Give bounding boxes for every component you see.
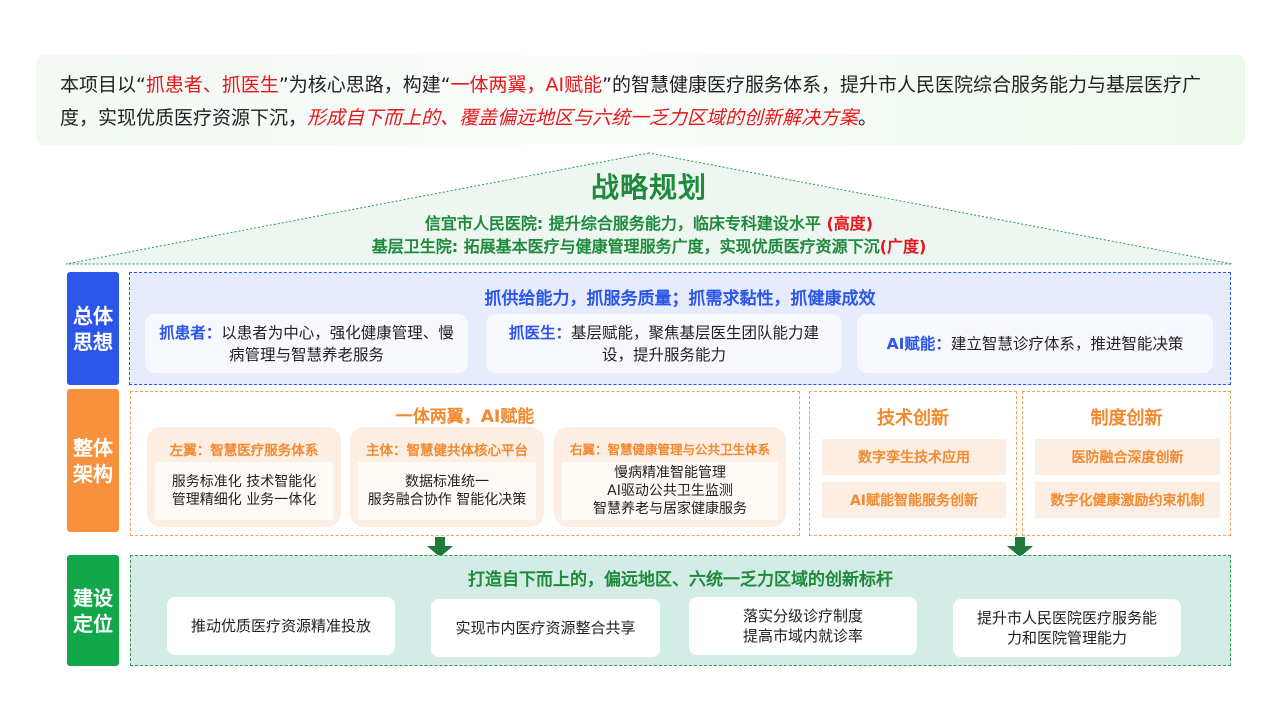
strategy-title: 战略规划 xyxy=(590,171,707,204)
label-overall-thinking: 总体思想 xyxy=(67,272,119,385)
intro-text: 本项目以“抓患者、抓医生”为核心思路，构建“一体两翼，AI赋能”的智慧健康医疗服… xyxy=(60,74,1202,129)
tech-innovation-title: 技术创新 xyxy=(877,408,949,429)
positioning-card-tiered-care: 落实分级诊疗制度 提高市域内就诊率 xyxy=(689,597,917,655)
arrow-down-icon xyxy=(1007,537,1033,557)
label-architecture: 整体架构 xyxy=(67,389,119,532)
system-item-incentive: 数字化健康激励约束机制 xyxy=(1035,482,1220,518)
arrow-down-icon xyxy=(427,537,453,557)
positioning-card-hospital-capacity: 提升市人民医院医疗服务能 力和医院管理能力 xyxy=(953,599,1181,657)
wing-left-body: 服务标准化 技术智能化 管理精细化 业务一体化 xyxy=(155,462,333,520)
strategy-line-grassroots: 基层卫生院: 拓展基本医疗与健康管理服务广度，实现优质医疗资源下沉(广度) xyxy=(371,237,927,256)
system-innovation-panel: 制度创新 医防融合深度创新 数字化健康激励约束机制 xyxy=(1022,391,1231,536)
tech-item-ai-service: AI赋能智能服务创新 xyxy=(822,482,1006,518)
strategy-roof: 战略规划 信宜市人民医院: 提升综合服务能力，临床专科建设水平 (高度) 基层卫… xyxy=(64,152,1234,267)
overall-thinking-title: 抓供给能力，抓服务质量；抓需求黏性，抓健康成效 xyxy=(484,289,876,309)
wing-right-body: 慢病精准智能管理 AI驱动公共卫生监测 智慧养老与居家健康服务 xyxy=(562,462,778,520)
positioning-card-resource-sharing: 实现市内医疗资源整合共享 xyxy=(431,599,660,657)
label-positioning: 建设定位 xyxy=(67,555,119,666)
card-doctors: 抓医生：基层赋能，聚焦基层医生团队能力建设，提升服务能力 xyxy=(486,314,842,373)
positioning-title: 打造自下而上的，偏远地区、六统一乏力区域的创新标杆 xyxy=(468,570,893,590)
system-item-medical-prevention: 医防融合深度创新 xyxy=(1035,439,1220,475)
intro-banner: 本项目以“抓患者、抓医生”为核心思路，构建“一体两翼，AI赋能”的智慧健康医疗服… xyxy=(36,55,1245,145)
system-innovation-title: 制度创新 xyxy=(1090,408,1163,429)
tech-innovation-panel: 技术创新 数字孪生技术应用 AI赋能智能服务创新 xyxy=(809,391,1017,536)
wing-main: 主体：智慧健共体核心平台 数据标准统一 服务融合协作 智能化决策 xyxy=(350,427,544,527)
wing-left: 左翼：智慧医疗服务体系 服务标准化 技术智能化 管理精细化 业务一体化 xyxy=(147,427,341,527)
wing-right-title: 右翼：智慧健康管理与公共卫生体系 xyxy=(569,442,770,457)
tech-item-digital-twin: 数字孪生技术应用 xyxy=(822,439,1006,475)
architecture-panel: 一体两翼，AI赋能 左翼：智慧医疗服务体系 服务标准化 技术智能化 管理精细化 … xyxy=(130,391,800,536)
wing-main-title: 主体：智慧健共体核心平台 xyxy=(366,443,528,459)
card-ai-empower: AI赋能：建立智慧诊疗体系，推进智能决策 xyxy=(857,314,1213,373)
wing-right: 右翼：智慧健康管理与公共卫生体系 慢病精准智能管理 AI驱动公共卫生监测 智慧养… xyxy=(554,427,786,527)
roof-triangle-shape xyxy=(65,152,1233,265)
wing-left-title: 左翼：智慧医疗服务体系 xyxy=(169,443,319,459)
strategy-line-hospital: 信宜市人民医院: 提升综合服务能力，临床专科建设水平 (高度) xyxy=(424,214,874,233)
card-patients: 抓患者：以患者为中心，强化健康管理、慢病管理与智慧养老服务 xyxy=(145,314,468,373)
overall-thinking-panel: 抓供给能力，抓服务质量；抓需求黏性，抓健康成效 抓患者：以患者为中心，强化健康管… xyxy=(129,272,1231,385)
positioning-panel: 打造自下而上的，偏远地区、六统一乏力区域的创新标杆 推动优质医疗资源精准投放 实… xyxy=(130,555,1231,666)
wing-main-body: 数据标准统一 服务融合协作 智能化决策 xyxy=(358,462,536,520)
positioning-card-resource-allocation: 推动优质医疗资源精准投放 xyxy=(167,597,395,655)
architecture-title: 一体两翼，AI赋能 xyxy=(395,407,535,427)
